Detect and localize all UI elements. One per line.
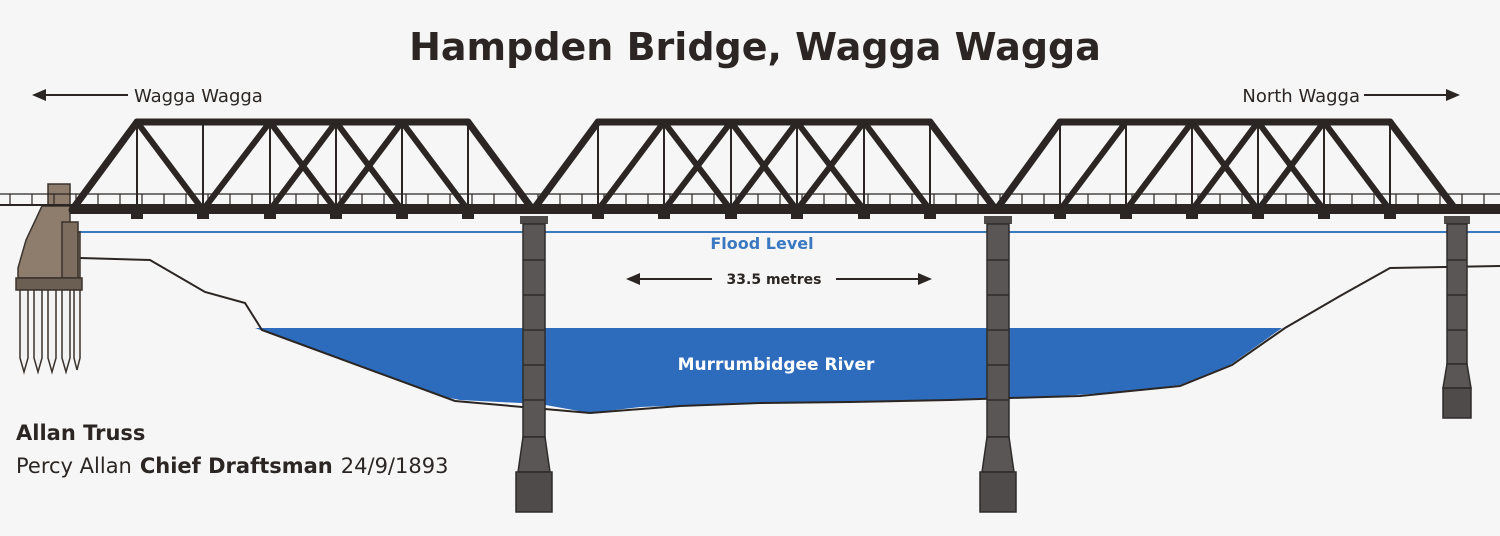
direction-left: Wagga Wagga (32, 86, 263, 107)
diagram-title: Hampden Bridge, Wagga Wagga (409, 25, 1101, 69)
design-date: 24/9/1893 (341, 454, 449, 478)
left-abutment (15, 183, 83, 375)
dimension-arrow-left-icon (626, 273, 640, 285)
deck-crossbeam (592, 213, 604, 219)
deck-crossbeam (1186, 213, 1198, 219)
pier-3 (1442, 216, 1472, 419)
deck-crossbeam (1318, 213, 1330, 219)
deck-crossbeam (725, 213, 737, 219)
credit-line: Percy Allan Chief Draftsman 24/9/1893 (16, 454, 448, 478)
truss-span-3 (992, 118, 1460, 214)
deck-crossbeam (658, 213, 670, 219)
deck-crossbeam (1120, 213, 1132, 219)
deck-crossbeam (1384, 213, 1396, 219)
deck-crossbeam (131, 213, 143, 219)
truss-span-2 (529, 118, 1000, 214)
abutment-piles (19, 289, 81, 375)
deck-crossbeam (924, 213, 936, 219)
river-label: Murrumbidgee River (678, 355, 875, 375)
deck-crossbeam (396, 213, 408, 219)
span-dimension: 33.5 metres (626, 272, 932, 288)
flood-level-label: Flood Level (710, 234, 813, 253)
pier-1 (515, 216, 553, 513)
deck-crossbeam (197, 213, 209, 219)
deck-crossbeam (462, 213, 474, 219)
bridge-deck (0, 193, 1500, 219)
designer-role: Chief Draftsman (140, 454, 333, 478)
deck-crossbeam (1054, 213, 1066, 219)
river-water (255, 328, 1282, 413)
right-destination-label: North Wagga (1242, 86, 1360, 107)
arrow-right-icon (1446, 89, 1460, 101)
direction-right: North Wagga (1242, 86, 1460, 107)
riverbank-profile (79, 257, 1500, 415)
deck-crossbeam (1252, 213, 1264, 219)
deck-crossbeam (791, 213, 803, 219)
truss-name: Allan Truss (16, 421, 145, 445)
designer-name: Percy Allan (16, 454, 132, 478)
span-length-label: 33.5 metres (727, 272, 822, 288)
truss-span-1 (68, 118, 537, 214)
deck-crossbeam (858, 213, 870, 219)
deck-crossbeam (264, 213, 276, 219)
pier-2 (979, 216, 1017, 513)
arrow-left-icon (32, 89, 46, 101)
deck-crossbeam (330, 213, 342, 219)
dimension-arrow-right-icon (918, 273, 932, 285)
left-destination-label: Wagga Wagga (134, 86, 263, 107)
